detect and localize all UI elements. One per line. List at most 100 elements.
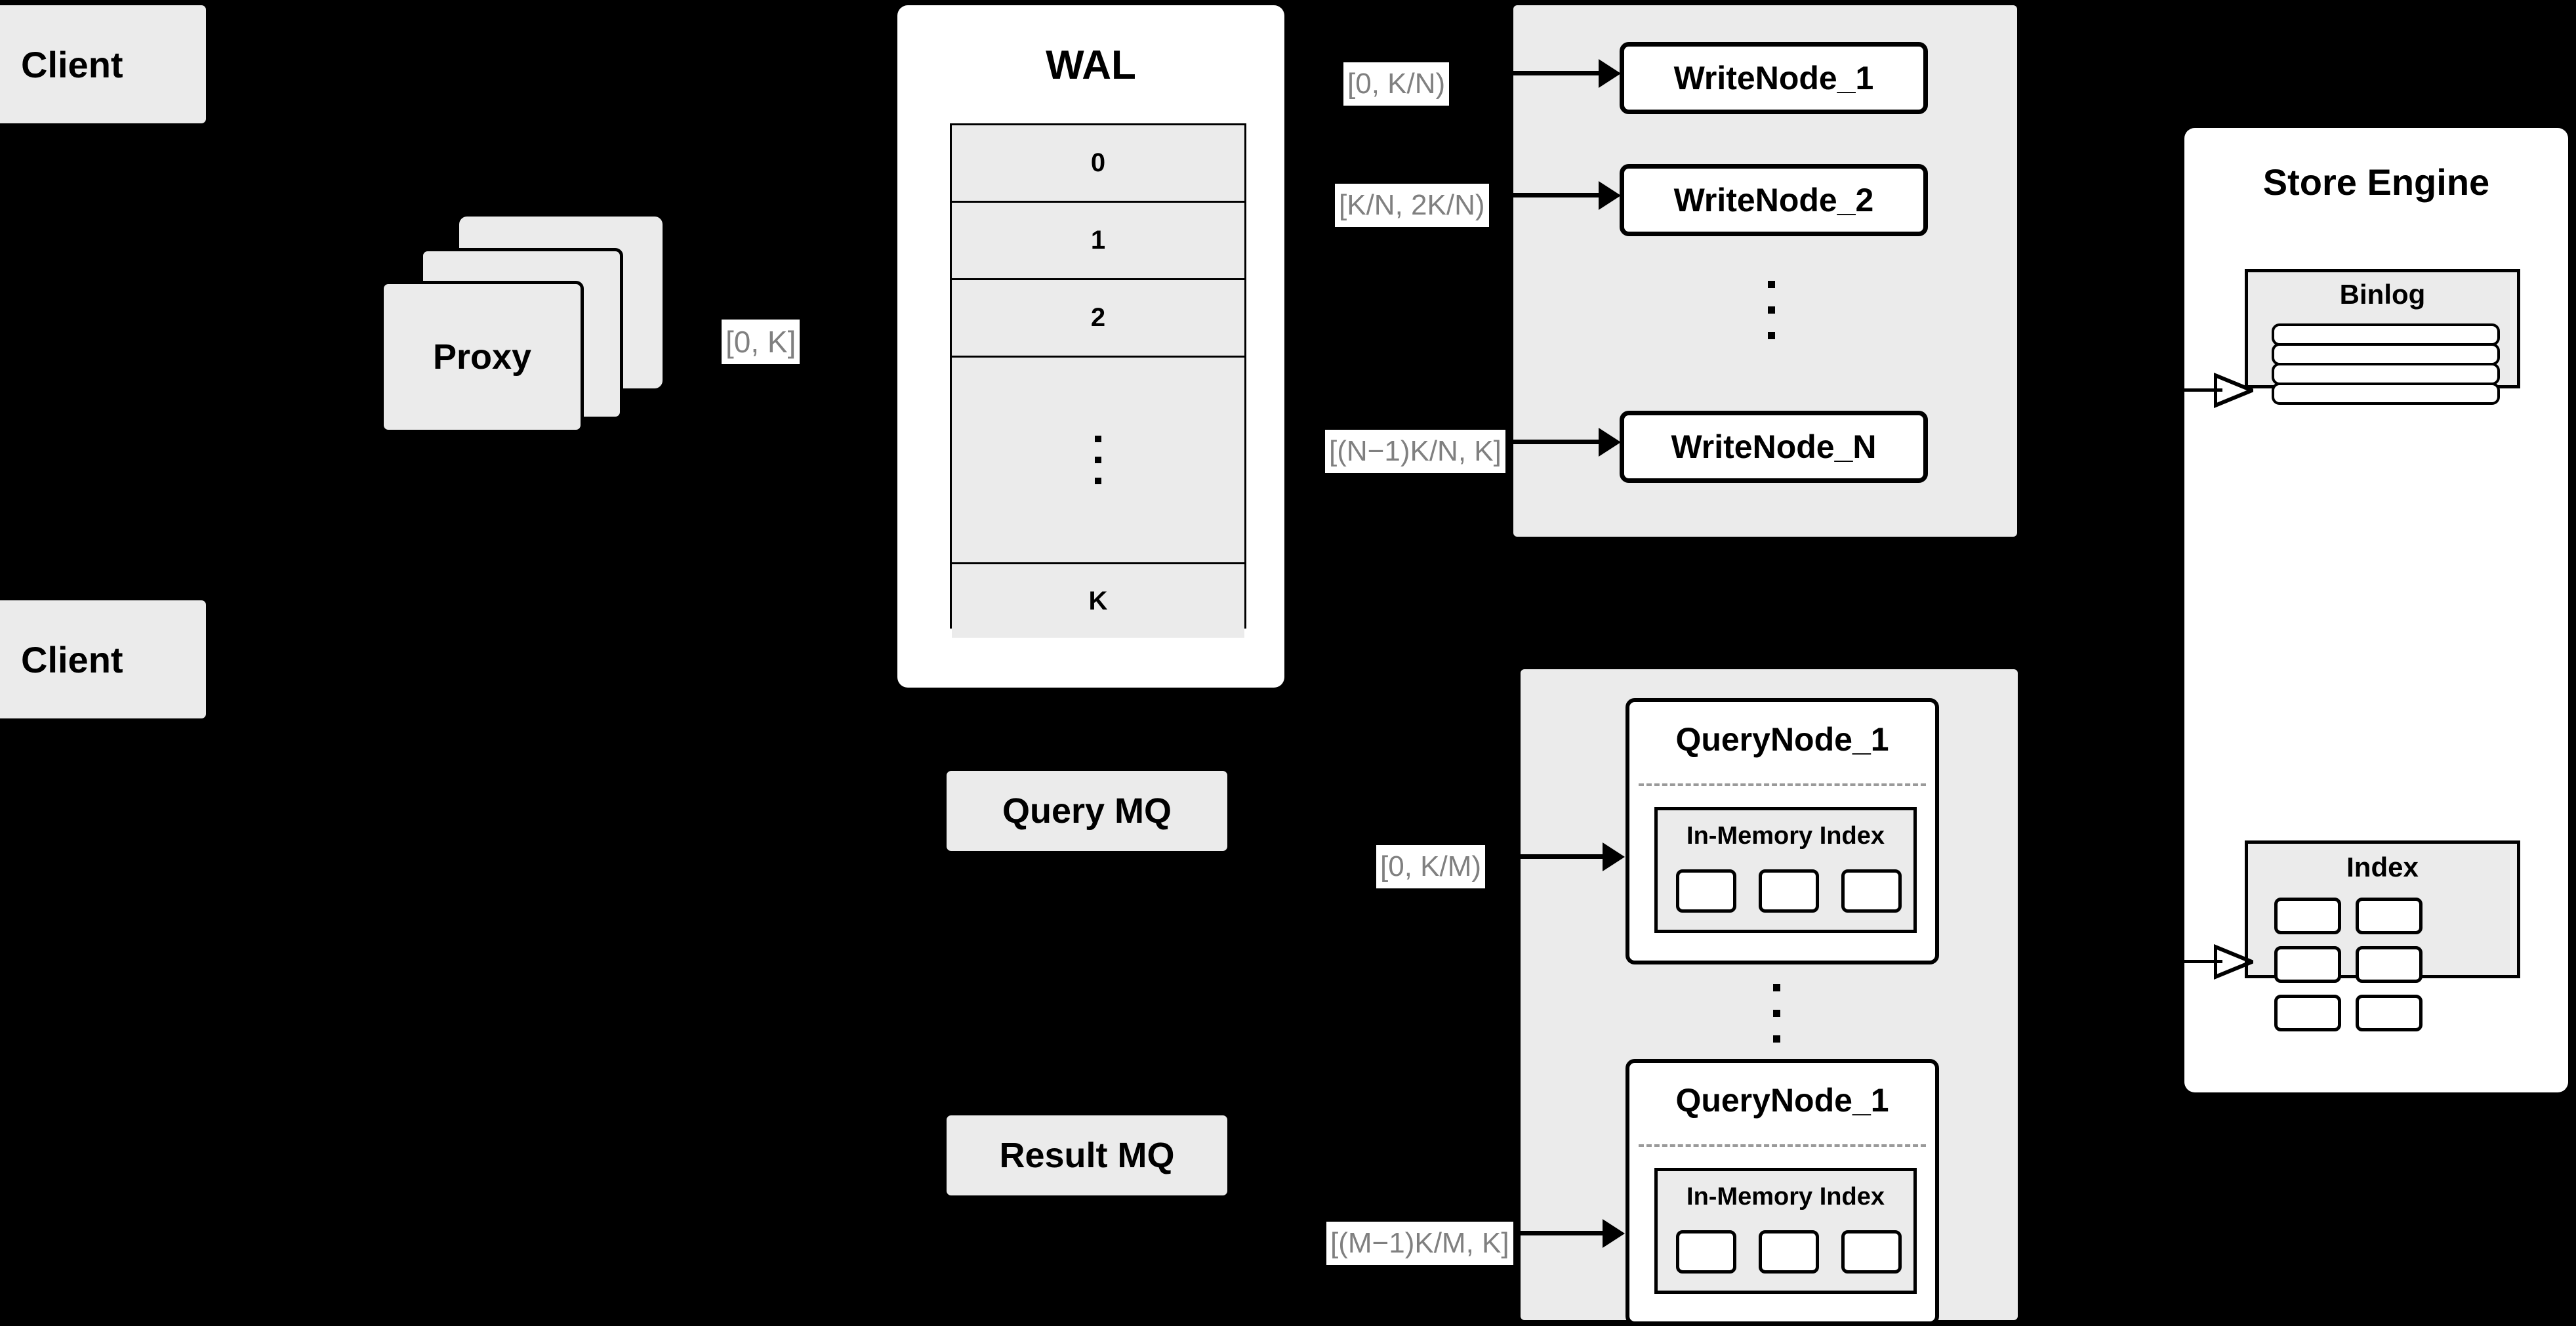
query-node-m[interactable]: QueryNode_1 In-Memory Index [1625, 1059, 1939, 1325]
client-node-2[interactable]: Client [0, 600, 206, 718]
write-node-n[interactable]: WriteNode_N [1620, 411, 1928, 483]
query-node-group: QueryNode_1 In-Memory Index QueryNode_1 … [1521, 669, 2018, 1325]
index-cell[interactable] [1676, 869, 1736, 913]
wal-row-label: 2 [1090, 303, 1106, 332]
store-index-cell[interactable] [2356, 898, 2423, 934]
in-memory-index-m-cells [1676, 1230, 1902, 1274]
ellipsis-dot [1768, 332, 1775, 339]
query-node-m-divider [1639, 1144, 1926, 1147]
client-node-2-label: Client [21, 638, 123, 680]
in-memory-index-m: In-Memory Index [1654, 1168, 1917, 1294]
ellipsis-dot [1768, 281, 1775, 288]
query-node-m-label: QueryNode_1 [1675, 1082, 1889, 1119]
binlog-bar[interactable] [2272, 343, 2500, 365]
wal-row[interactable]: 2 [952, 280, 1244, 358]
write-node-1[interactable]: WriteNode_1 [1620, 42, 1928, 114]
write-node-2[interactable]: WriteNode_2 [1620, 164, 1928, 236]
edge-label-write-1: [0, K/N) [1343, 62, 1450, 106]
arrow-to-query-node-m [1521, 1231, 1605, 1235]
edge-label-query-m: [(M−1)K/M, K] [1326, 1222, 1513, 1265]
arrow-head-query-node-m [1603, 1219, 1625, 1248]
in-memory-index-1-title: In-Memory Index [1687, 822, 1885, 850]
ellipsis-dot [1773, 1010, 1780, 1017]
store-index-cell[interactable] [2274, 898, 2341, 934]
store-index-cell[interactable] [2274, 946, 2341, 983]
edge-label-write-n-text: [(N−1)K/N, K] [1329, 435, 1502, 467]
wal-table: 0 1 2 K [950, 123, 1246, 638]
write-node-2-label: WriteNode_2 [1673, 182, 1874, 218]
in-memory-index-1: In-Memory Index [1654, 807, 1917, 933]
arrow-head-write-node-n [1599, 428, 1621, 457]
ellipsis-dot [1095, 457, 1101, 463]
arrow-to-write-node-1 [1509, 71, 1601, 75]
binlog-bar[interactable] [2272, 363, 2500, 385]
in-memory-index-1-cells [1676, 869, 1902, 913]
arrow-to-store-index [2184, 960, 2222, 963]
edge-label-write-n: [(N−1)K/N, K] [1325, 430, 1505, 473]
binlog-bar[interactable] [2272, 323, 2500, 346]
index-cell[interactable] [1841, 869, 1902, 913]
store-index-cell[interactable] [2274, 995, 2341, 1031]
client-node-1[interactable]: Client [0, 5, 206, 123]
binlog-title: Binlog [2339, 279, 2426, 310]
query-node-1[interactable]: QueryNode_1 In-Memory Index [1625, 698, 1939, 964]
wal-row[interactable]: 1 [952, 203, 1244, 280]
store-index-panel: Index [2245, 840, 2520, 1031]
client-node-1-label: Client [21, 43, 123, 85]
query-mq-node[interactable]: Query MQ [947, 771, 1227, 851]
write-node-n-label: WriteNode_N [1671, 428, 1877, 465]
wal-row-label: K [1088, 586, 1108, 615]
binlog-panel: Binlog [2245, 269, 2520, 405]
wal-row[interactable]: 0 [952, 125, 1244, 203]
store-index-cell[interactable] [2356, 946, 2423, 983]
store-engine-title: Store Engine [2262, 161, 2490, 203]
ellipsis-dot [1773, 984, 1780, 991]
index-cell[interactable] [1841, 1230, 1902, 1274]
index-cell[interactable] [1676, 1230, 1736, 1274]
edge-label-query-1: [0, K/M) [1376, 845, 1486, 888]
arrow-head-write-node-1 [1599, 59, 1621, 88]
proxy-card-front[interactable]: Proxy [380, 281, 584, 433]
store-engine-panel: Store Engine Binlog Index [2184, 128, 2568, 1092]
arrow-head-store-index [2214, 944, 2253, 980]
wal-row-label: 1 [1090, 226, 1106, 255]
arrow-to-write-node-n [1509, 440, 1601, 444]
edge-label-write-1-text: [0, K/N) [1347, 68, 1446, 100]
store-index-cell[interactable] [2356, 995, 2423, 1031]
proxy-stack[interactable]: Proxy [380, 217, 689, 433]
edge-label-proxy-to-wal: [0, K] [722, 320, 800, 364]
result-mq-label: Result MQ [999, 1136, 1175, 1175]
arrow-head-write-node-2 [1599, 181, 1621, 210]
wal-row[interactable]: K [952, 564, 1244, 638]
arrow-to-binlog [2184, 388, 2222, 392]
wal-row-ellipsis [952, 358, 1244, 564]
wal-row-label: 0 [1090, 148, 1106, 177]
write-group-ellipsis [1768, 281, 1775, 339]
index-cell[interactable] [1759, 869, 1819, 913]
ellipsis-dot [1095, 478, 1101, 484]
write-node-group: WriteNode_1 WriteNode_2 WriteNode_N [1513, 5, 2017, 537]
store-index-title: Index [2346, 852, 2419, 882]
index-cell[interactable] [1759, 1230, 1819, 1274]
binlog-bars [2272, 323, 2500, 405]
proxy-label: Proxy [432, 337, 532, 377]
store-index-cells [2274, 898, 2497, 1031]
edge-label-write-2: [K/N, 2K/N) [1335, 184, 1489, 227]
query-mq-label: Query MQ [1002, 791, 1172, 831]
result-mq-node[interactable]: Result MQ [947, 1115, 1227, 1195]
arrow-to-write-node-2 [1509, 193, 1601, 197]
arrow-to-query-node-1 [1521, 854, 1605, 859]
arrow-head-binlog [2214, 373, 2253, 408]
edge-label-query-1-text: [0, K/M) [1380, 850, 1482, 882]
ellipsis-dot [1768, 306, 1775, 314]
ellipsis-dot [1773, 1035, 1780, 1043]
edge-label-write-2-text: [K/N, 2K/N) [1339, 189, 1485, 221]
ellipsis-dot [1095, 436, 1101, 442]
query-node-1-divider [1639, 783, 1926, 786]
edge-label-query-m-text: [(M−1)K/M, K] [1330, 1227, 1509, 1259]
wal-panel-title: WAL [1046, 43, 1136, 88]
edge-label-proxy-to-wal-text: [0, K] [726, 325, 796, 359]
write-node-1-label: WriteNode_1 [1673, 60, 1874, 96]
binlog-bar[interactable] [2272, 383, 2500, 405]
